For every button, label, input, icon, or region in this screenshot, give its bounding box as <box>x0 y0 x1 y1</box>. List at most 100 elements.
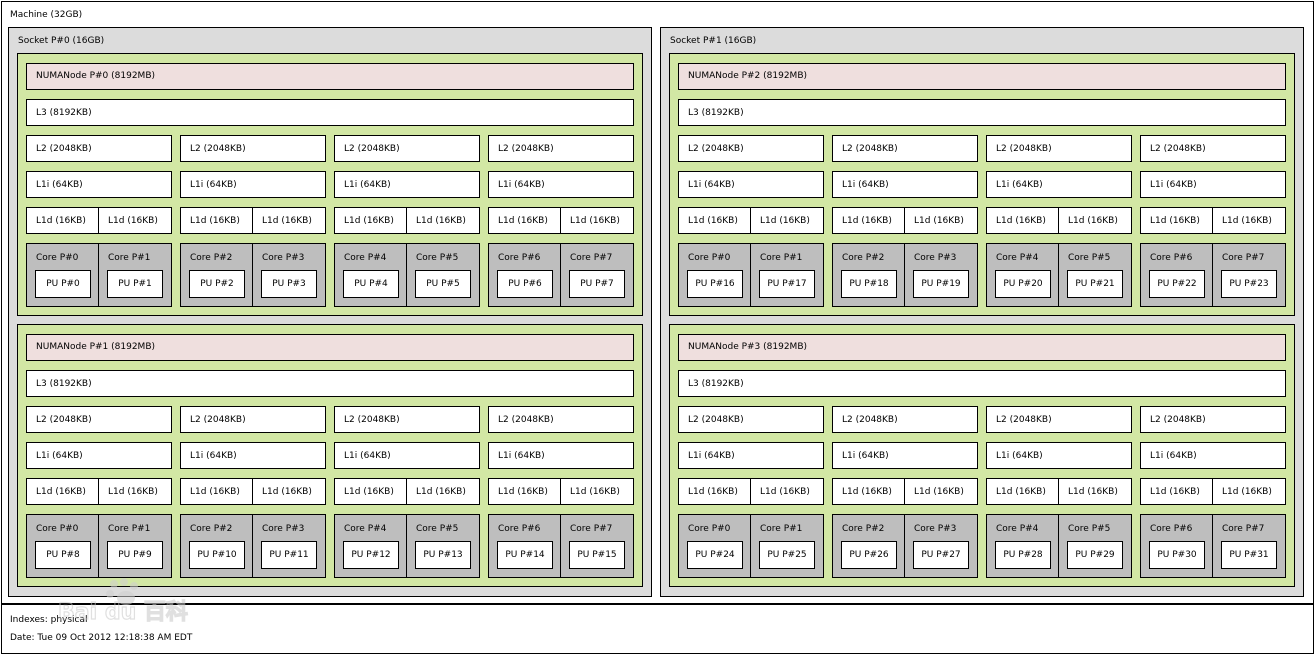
l1i-cache-label: L1i (64KB) <box>190 451 237 461</box>
l1d-cache-box: L1d (16KB) <box>1058 478 1132 505</box>
pu-box: PU P#11 <box>261 541 317 569</box>
l2-cache-label: L2 (2048KB) <box>842 415 898 425</box>
l2-cache-box: L2 (2048KB) <box>180 406 326 433</box>
l1d-cache-label: L1d (16KB) <box>688 216 738 226</box>
pu-label: PU P#26 <box>849 550 889 560</box>
pu-label: PU P#5 <box>426 279 460 289</box>
numa-node-box: NUMANode P#2 (8192MB) <box>678 63 1286 90</box>
pu-label: PU P#2 <box>200 279 234 289</box>
l1d-cache-box: L1d (16KB) <box>488 478 562 505</box>
l1d-cache-box: L1d (16KB) <box>560 207 634 234</box>
l1d-cache-box: L1d (16KB) <box>904 478 978 505</box>
pu-label: PU P#16 <box>695 279 735 289</box>
core-label: Core P#5 <box>416 253 459 263</box>
pu-label: PU P#25 <box>767 550 807 560</box>
l2-cache-label: L2 (2048KB) <box>688 144 744 154</box>
core-label: Core P#5 <box>1068 253 1111 263</box>
l1d-cache-label: L1d (16KB) <box>416 487 466 497</box>
l2-cache-box: L2 (2048KB) <box>334 135 480 162</box>
l1i-cache-box: L1i (64KB) <box>180 171 326 198</box>
pu-box: PU P#10 <box>189 541 245 569</box>
legend-indexes: Indexes: physical <box>10 615 88 625</box>
pu-label: PU P#15 <box>577 550 617 560</box>
core-label: Core P#2 <box>190 253 233 263</box>
l1d-cache-box: L1d (16KB) <box>560 478 634 505</box>
l1d-cache-label: L1d (16KB) <box>842 216 892 226</box>
pu-box: PU P#4 <box>343 270 399 298</box>
l1i-cache-label: L1i (64KB) <box>190 180 237 190</box>
machine-label: Machine (32GB) <box>10 10 83 20</box>
l1d-cache-label: L1d (16KB) <box>760 216 810 226</box>
core-label: Core P#6 <box>1150 253 1193 263</box>
pu-box: PU P#22 <box>1149 270 1205 298</box>
l3-cache-label: L3 (8192KB) <box>36 108 92 118</box>
pu-label: PU P#22 <box>1157 279 1197 289</box>
l3-cache-box: L3 (8192KB) <box>678 370 1286 397</box>
pu-label: PU P#7 <box>580 279 614 289</box>
l3-cache-box: L3 (8192KB) <box>26 99 634 126</box>
l1i-cache-box: L1i (64KB) <box>678 171 824 198</box>
pu-box: PU P#29 <box>1067 541 1123 569</box>
l1d-cache-box: L1d (16KB) <box>488 207 562 234</box>
l2-cache-label: L2 (2048KB) <box>344 415 400 425</box>
numa-node-box: NUMANode P#0 (8192MB) <box>26 63 634 90</box>
pu-label: PU P#17 <box>767 279 807 289</box>
l1d-cache-label: L1d (16KB) <box>688 487 738 497</box>
numa-node-box: NUMANode P#3 (8192MB) <box>678 334 1286 361</box>
l1d-cache-box: L1d (16KB) <box>1212 207 1286 234</box>
l1d-cache-label: L1d (16KB) <box>914 487 964 497</box>
l1i-cache-box: L1i (64KB) <box>678 442 824 469</box>
pu-label: PU P#6 <box>508 279 542 289</box>
pu-label: PU P#8 <box>46 550 80 560</box>
pu-box: PU P#12 <box>343 541 399 569</box>
core-label: Core P#3 <box>262 524 305 534</box>
pu-label: PU P#19 <box>921 279 961 289</box>
l1d-cache-label: L1d (16KB) <box>1222 216 1272 226</box>
legend-date: Date: Tue 09 Oct 2012 12:18:38 AM EDT <box>10 633 193 643</box>
pu-label: PU P#14 <box>505 550 545 560</box>
core-label: Core P#7 <box>1222 253 1265 263</box>
l1i-cache-label: L1i (64KB) <box>842 180 889 190</box>
numa-node-label: NUMANode P#0 (8192MB) <box>36 71 156 81</box>
l1d-cache-box: L1d (16KB) <box>678 478 752 505</box>
core-label: Core P#5 <box>1068 524 1111 534</box>
pu-box: PU P#23 <box>1221 270 1277 298</box>
core-label: Core P#0 <box>688 524 731 534</box>
numa-node-label: NUMANode P#2 (8192MB) <box>688 71 808 81</box>
watermark-text: Bai du 百科 <box>58 600 188 625</box>
pu-label: PU P#13 <box>423 550 463 560</box>
l1d-cache-box: L1d (16KB) <box>1140 207 1214 234</box>
l2-cache-label: L2 (2048KB) <box>36 415 92 425</box>
l1i-cache-label: L1i (64KB) <box>1150 451 1197 461</box>
l1d-cache-box: L1d (16KB) <box>406 207 480 234</box>
l1d-cache-label: L1d (16KB) <box>416 216 466 226</box>
l1d-cache-box: L1d (16KB) <box>750 207 824 234</box>
l1i-cache-label: L1i (64KB) <box>1150 180 1197 190</box>
l2-cache-label: L2 (2048KB) <box>190 415 246 425</box>
l1d-cache-label: L1d (16KB) <box>498 216 548 226</box>
l2-cache-box: L2 (2048KB) <box>832 135 978 162</box>
l1i-cache-box: L1i (64KB) <box>180 442 326 469</box>
core-label: Core P#4 <box>996 253 1039 263</box>
l2-cache-box: L2 (2048KB) <box>832 406 978 433</box>
core-label: Core P#7 <box>1222 524 1265 534</box>
pu-box: PU P#7 <box>569 270 625 298</box>
l1d-cache-box: L1d (16KB) <box>406 478 480 505</box>
numa-node-label: NUMANode P#3 (8192MB) <box>688 342 808 352</box>
core-label: Core P#4 <box>344 524 387 534</box>
pu-label: PU P#27 <box>921 550 961 560</box>
l1i-cache-box: L1i (64KB) <box>832 442 978 469</box>
l1i-cache-label: L1i (64KB) <box>36 451 83 461</box>
l1i-cache-box: L1i (64KB) <box>488 442 634 469</box>
l2-cache-label: L2 (2048KB) <box>842 144 898 154</box>
core-label: Core P#0 <box>36 253 79 263</box>
l2-cache-box: L2 (2048KB) <box>678 135 824 162</box>
l2-cache-label: L2 (2048KB) <box>996 415 1052 425</box>
l1i-cache-box: L1i (64KB) <box>26 171 172 198</box>
l1d-cache-label: L1d (16KB) <box>1068 487 1118 497</box>
l1i-cache-label: L1i (64KB) <box>842 451 889 461</box>
l1i-cache-label: L1i (64KB) <box>996 180 1043 190</box>
l1d-cache-label: L1d (16KB) <box>996 487 1046 497</box>
l3-cache-label: L3 (8192KB) <box>36 379 92 389</box>
l1d-cache-label: L1d (16KB) <box>262 216 312 226</box>
